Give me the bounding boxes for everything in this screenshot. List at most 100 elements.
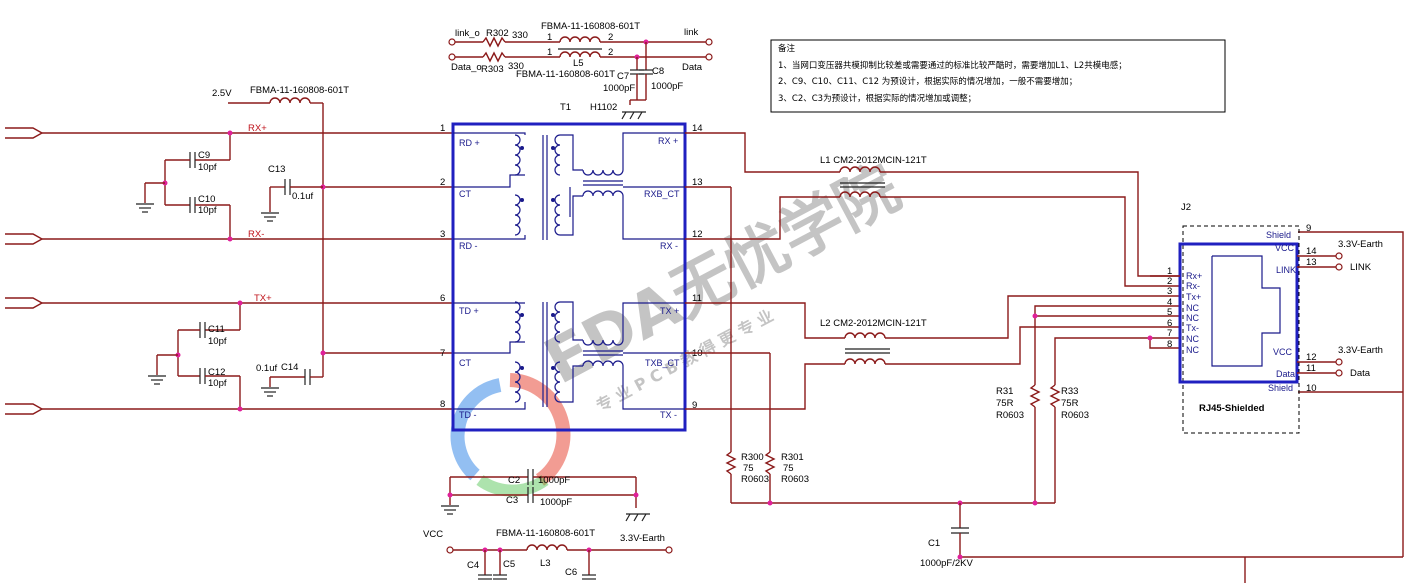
- j2-num-14: 14: [1306, 246, 1317, 257]
- t1-pin-rx-minus: RX -: [660, 241, 678, 251]
- notes-title: 备注: [778, 43, 796, 54]
- r300-pkg: R0603: [741, 474, 769, 485]
- c13-ref: C13: [268, 164, 285, 175]
- c1-val: 1000pF/2KV: [920, 558, 973, 569]
- c10-val: 10pf: [198, 205, 217, 216]
- input-ports: [5, 127, 44, 415]
- ct-supply: 2.5V FBMA-11-160808-601T: [212, 85, 453, 370]
- r302-val: 330: [512, 30, 528, 41]
- j2-pin-txp: Tx+: [1186, 292, 1201, 302]
- t1-num-9: 9: [692, 400, 697, 411]
- t1-pin-rxb-ct: RXB_CT: [644, 189, 680, 199]
- notes-box: 备注 1、当网口变压器共模抑制比较差或需要通过的标准比较严酷时，需要增加L1、L…: [770, 39, 1226, 113]
- c10-ref: C10: [198, 194, 215, 205]
- r303-ref: R303: [481, 64, 504, 75]
- j2-value: RJ45-Shielded: [1199, 403, 1265, 414]
- j2-pin-txm: Tx-: [1186, 323, 1199, 333]
- c3-val: 1000pF: [540, 497, 572, 508]
- c2-val: 1000pF: [538, 475, 570, 486]
- j2-shield-bottom: Shield: [1268, 383, 1293, 393]
- t1-num-2: 2: [440, 177, 445, 188]
- fb-25-part: FBMA-11-160808-601T: [250, 85, 349, 96]
- c2-c3: C2 1000pF C3 1000pF: [441, 469, 650, 522]
- led-section: link_o Data_o R302 330 R303 330 FBMA-11-…: [448, 21, 713, 120]
- t1-num-13: 13: [692, 177, 703, 188]
- c8-val: 1000pF: [651, 81, 683, 92]
- r31-pkg: R0603: [996, 410, 1024, 421]
- j2-pin-nc-1: NC: [1186, 303, 1199, 313]
- l5-pin1-top: 1: [547, 32, 552, 43]
- net-rx-plus: RX+: [248, 123, 267, 134]
- c7-val: 1000pF: [603, 83, 635, 94]
- c14-ref: C14: [281, 362, 298, 373]
- j2-pin-nc-2: NC: [1186, 313, 1199, 323]
- t1-num-6: 6: [440, 293, 445, 304]
- j2-earth-2: 3.3V-Earth: [1338, 345, 1383, 356]
- t1-pin-rd-plus: RD +: [459, 138, 480, 148]
- r301-val: 75: [783, 463, 794, 474]
- t1-num-7: 7: [440, 348, 445, 359]
- net-link: link: [684, 27, 699, 38]
- j2-data-pin: Data: [1276, 369, 1295, 379]
- t1-pin-td-plus: TD +: [459, 306, 479, 316]
- t1-num-3: 3: [440, 229, 445, 240]
- j2-ref: J2: [1181, 202, 1191, 213]
- j2-vcc-2: VCC: [1273, 347, 1293, 357]
- t1-ref: T1: [560, 102, 571, 113]
- c11-val: 10pf: [208, 336, 227, 347]
- t1-pin-td-minus: TD -: [459, 410, 477, 420]
- j2-num-10: 10: [1306, 383, 1317, 394]
- c8-ref: C8: [652, 66, 664, 77]
- j2-num-2: 2: [1167, 276, 1172, 287]
- l5-part2: FBMA-11-160808-601T: [516, 69, 615, 80]
- t1-pin-tx-minus: TX -: [660, 410, 677, 420]
- c11-c12: C11 10pf C12 10pf: [148, 300, 243, 412]
- j2-data-net: Data: [1350, 368, 1371, 379]
- t1-pin-tx-plus: TX +: [660, 306, 679, 316]
- c14-val: 0.1uf: [256, 363, 277, 374]
- c9-ref: C9: [198, 150, 210, 161]
- j2-rj45: J2 RJ45-Shielded Rx+ Rx- Tx+ NC NC Tx- N…: [1150, 202, 1383, 434]
- j2-link-net: LINK: [1350, 262, 1372, 273]
- j2-vcc-1: VCC: [1275, 243, 1295, 253]
- j2-num-9: 9: [1306, 223, 1311, 234]
- c7-ref: C7: [617, 71, 629, 82]
- j2-num-11: 11: [1306, 363, 1316, 374]
- t1-transformer: RD + CT RD - TD + CT TD - RX + RXB_CT RX…: [440, 122, 703, 432]
- j2-shield-top: Shield: [1266, 230, 1291, 240]
- c5-ref: C5: [503, 559, 515, 570]
- j2-pin-rxp: Rx+: [1186, 271, 1202, 281]
- net-2v5: 2.5V: [212, 88, 232, 99]
- j2-num-7: 7: [1167, 328, 1172, 339]
- r300-val: 75: [743, 463, 754, 474]
- l3-part: FBMA-11-160808-601T: [496, 528, 595, 539]
- c3-ref: C3: [506, 495, 518, 506]
- r302-ref: R302: [486, 28, 509, 39]
- c11-ref: C11: [208, 324, 225, 335]
- r300-ref: R300: [741, 452, 764, 463]
- j2-num-6: 6: [1167, 318, 1172, 329]
- t1-num-11: 11: [692, 293, 702, 304]
- notes-line-3: 3、C2、C3为预设计，根据实际的情况增加或调整；: [778, 93, 976, 104]
- net-data: Data: [682, 62, 703, 73]
- vcc-filter: VCC FBMA-11-160808-601T L3 3.3V-Earth C4…: [423, 528, 673, 580]
- l5-pin1-bottom: 1: [547, 47, 552, 58]
- t1-pin-ct-2: CT: [459, 358, 471, 368]
- t1-pin-ct-1: CT: [459, 189, 471, 199]
- j2-num-12: 12: [1306, 352, 1317, 363]
- c1-ref: C1: [928, 538, 940, 549]
- j2-pin-rxm: Rx-: [1186, 281, 1200, 291]
- t1-pin-rx-plus: RX +: [658, 136, 678, 146]
- t1-pin-txb-ct: TXB_CT: [645, 358, 680, 368]
- left-wires: RX+ RX- TX+: [42, 123, 453, 410]
- h1102-ref: H1102: [590, 102, 617, 113]
- r31-val: 75R: [996, 398, 1014, 409]
- j2-link-pin: LINK: [1276, 265, 1296, 275]
- net-data-o: Data_o: [451, 62, 482, 73]
- net-tx-plus: TX+: [254, 293, 272, 304]
- net-link-o: link_o: [455, 28, 480, 39]
- t1-num-14: 14: [692, 123, 703, 134]
- c9-val: 10pf: [198, 162, 217, 173]
- notes-line-2: 2、C9、C10、C11、C12 为预设计，根据实际的情况增加，一般不需要增加；: [778, 76, 1077, 87]
